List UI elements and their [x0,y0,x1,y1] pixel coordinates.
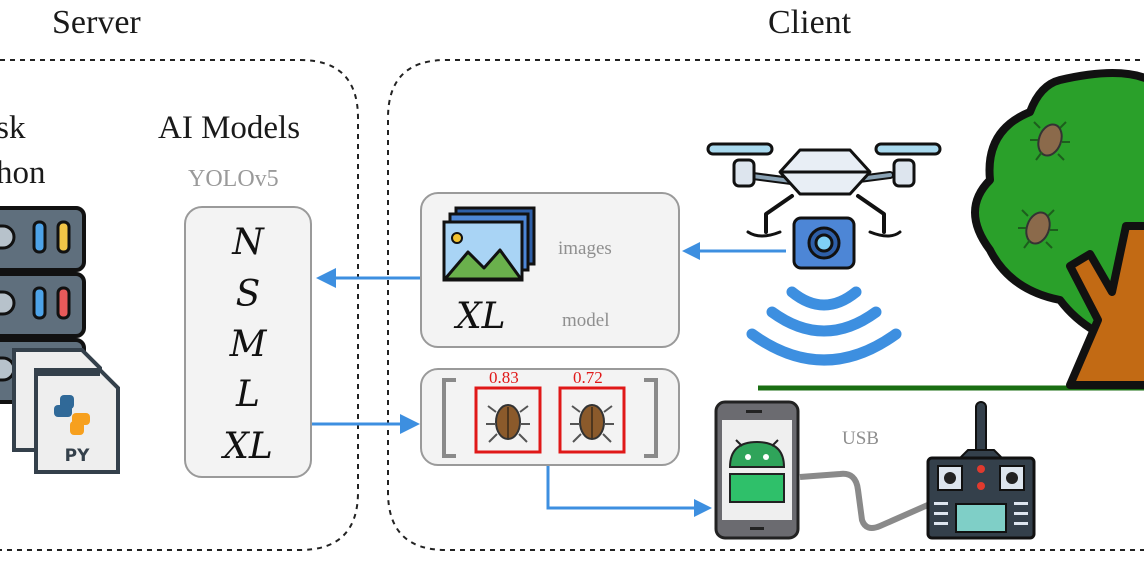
model-size-l[interactable]: L [236,374,260,415]
backend-heading-line1: Flask [0,110,26,146]
client-group-border [387,59,1144,551]
model-size-list: N S M L XL [184,206,312,478]
model-size-n[interactable]: N [232,222,264,263]
detections-panel [420,368,680,466]
arrowhead-models-to-detections [400,414,420,434]
backend-heading-line2: Python [0,155,46,191]
detection-score-1: 0.83 [489,368,519,387]
models-heading: AI Models [158,110,301,146]
model-size-xl[interactable]: XL [223,426,273,467]
usb-label: USB [842,428,879,449]
server-title: Server [52,4,141,41]
detection-box-1 [474,386,542,454]
client-title: Client [768,4,852,41]
images-label: images [558,238,612,259]
arrowhead-drone-to-request [682,242,700,260]
beetle-icon [1018,209,1058,249]
model-size-s[interactable]: S [235,274,261,315]
arrow-detections-to-phone [546,466,696,510]
python-file-label: PY [65,446,90,466]
arrowhead-request-to-models [316,268,336,288]
server-group-border [0,59,359,551]
arrowhead-detections-to-phone [694,499,712,517]
models-subheading: YOLOv5 [188,166,279,192]
beetle-icon [570,404,614,443]
model-label: model [562,310,610,331]
usb-cable [799,470,932,531]
beetle-icon [1030,121,1070,161]
detection-score-2: 0.72 [573,368,603,387]
model-size-m[interactable]: M [229,324,267,365]
beetle-icon [486,404,530,443]
detection-box-2 [558,386,626,454]
request-model-value: XL [456,296,506,337]
